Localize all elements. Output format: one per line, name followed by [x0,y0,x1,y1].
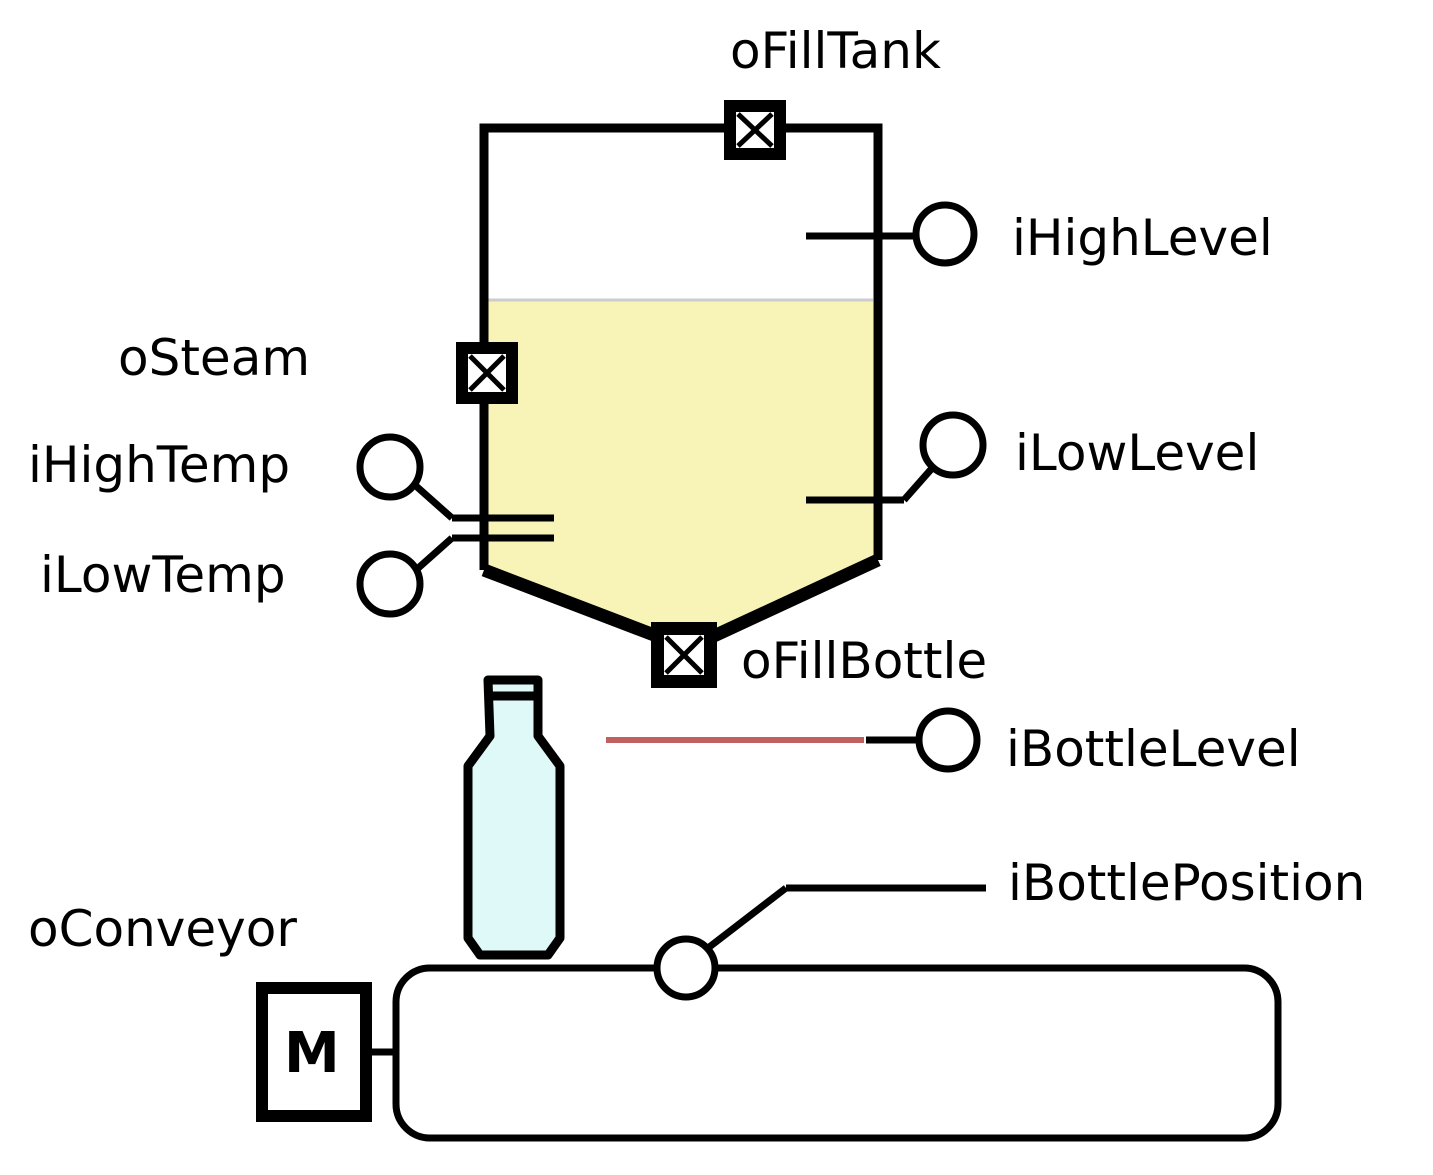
motor-label: M [284,1021,340,1086]
high-level-label: iHighLevel [1012,209,1273,267]
low-level-sensor [806,411,987,504]
low-temp-label: iLowTemp [40,546,286,604]
tank-liquid [487,300,873,642]
fill-tank-label: oFillTank [730,22,941,80]
high-temp-label: iHighTemp [28,436,290,494]
steam-valve [456,342,518,404]
high-temp-sensor [356,433,554,522]
bottle-position-label: iBottlePosition [1008,854,1365,912]
conveyor-label: oConveyor [28,900,297,958]
bottle-level-sensor [606,707,981,773]
low-level-label: iLowLevel [1015,424,1259,482]
conveyor-motor: M [256,982,396,1122]
low-temp-sensor [356,534,554,618]
conveyor-belt [392,964,1282,1142]
high-level-sensor [806,201,978,267]
bottle [463,675,565,960]
bottle-position-sensor [653,884,986,1001]
fill-tank-valve [724,100,786,160]
bottle-level-label: iBottleLevel [1006,720,1301,778]
steam-label: oSteam [118,329,310,387]
fill-bottle-label: oFillBottle [741,632,987,690]
fill-bottle-valve [651,622,717,688]
